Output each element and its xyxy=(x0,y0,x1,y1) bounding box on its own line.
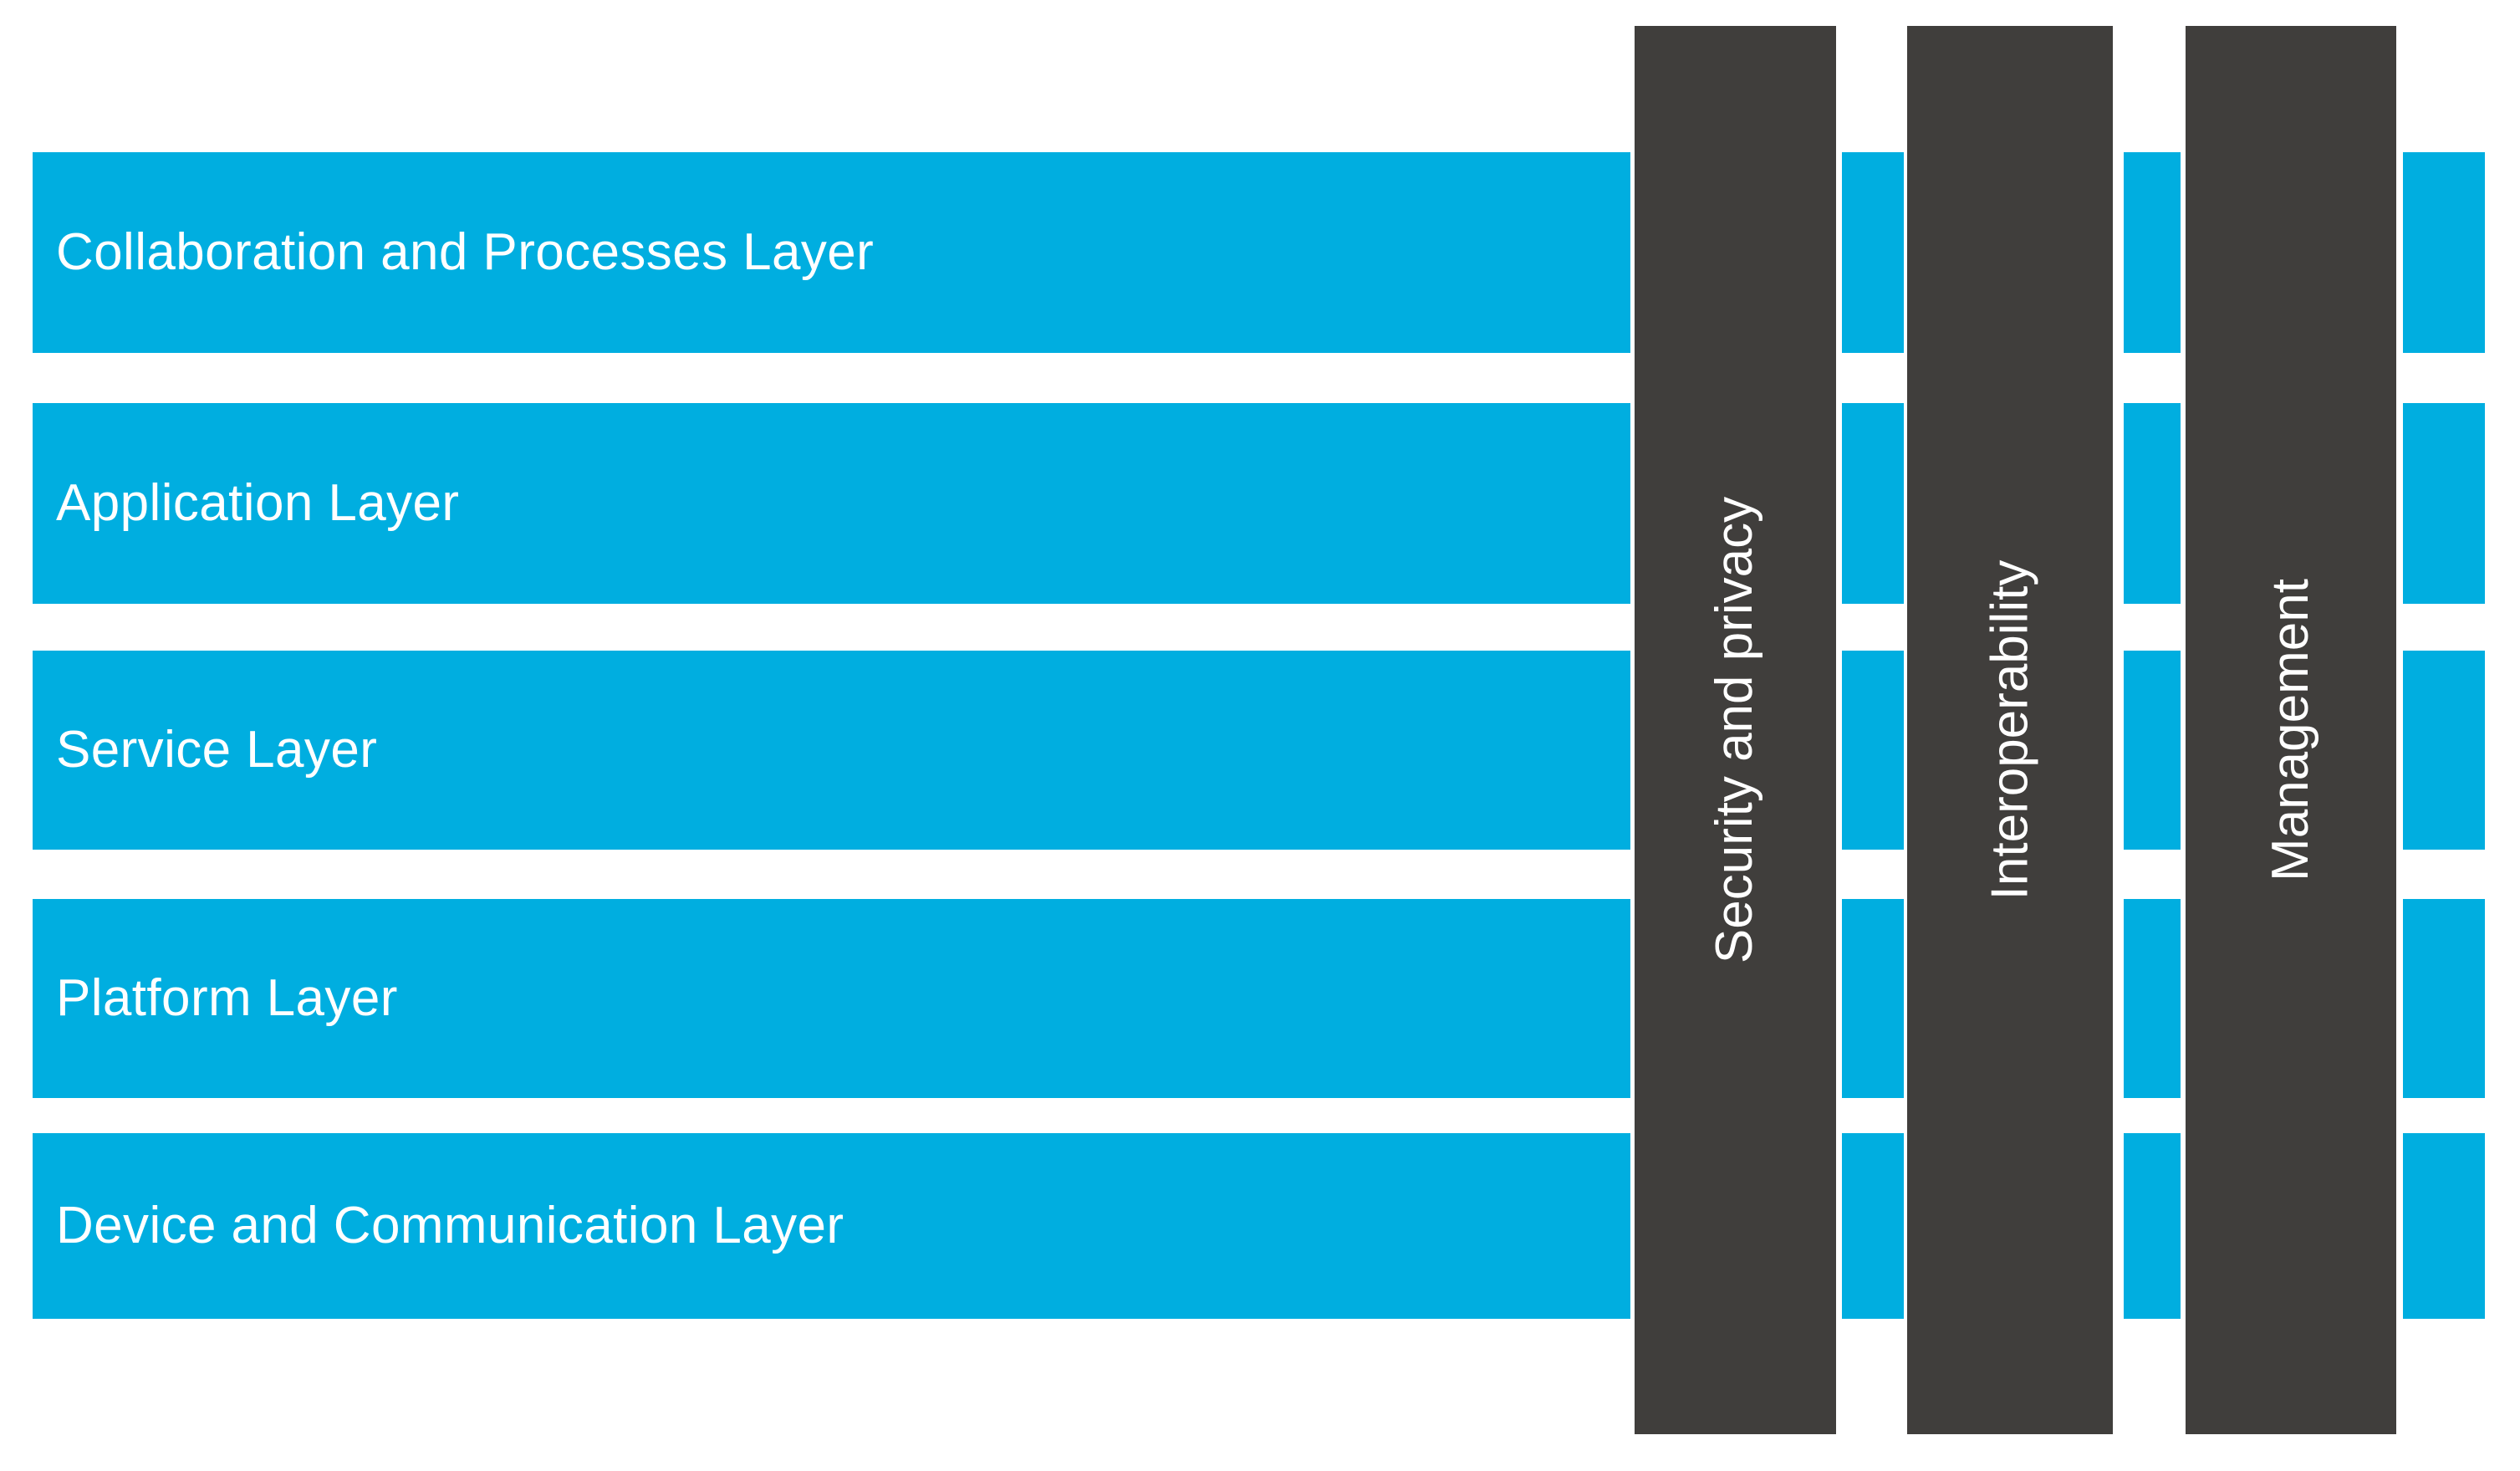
cross-column-label: Management xyxy=(2262,579,2320,881)
layer-bar-platform[interactable]: Platform Layer xyxy=(33,899,1630,1098)
cross-column-security-and-privacy[interactable]: Security and privacy xyxy=(1635,26,1836,1434)
layer-bar-service[interactable]: Service Layer xyxy=(33,651,1630,850)
cross-column-label: Security and privacy xyxy=(1706,496,1764,964)
stub-segment xyxy=(2403,403,2485,604)
layer-bar-collaboration-and-processes[interactable]: Collaboration and Processes Layer xyxy=(33,152,1630,353)
stub-segment xyxy=(1842,651,1904,850)
layer-bar-device-and-communication[interactable]: Device and Communication Layer xyxy=(33,1133,1630,1319)
stub-segment xyxy=(2403,651,2485,850)
layer-label: Collaboration and Processes Layer xyxy=(56,223,875,281)
layer-label: Platform Layer xyxy=(56,969,398,1027)
layer-label: Application Layer xyxy=(56,474,460,532)
cross-column-management[interactable]: Management xyxy=(2186,26,2396,1434)
cross-column-label: Interoperability xyxy=(1981,559,2039,901)
stub-segment xyxy=(2403,1133,2485,1319)
stub-segment xyxy=(2124,152,2181,353)
stub-segment xyxy=(2403,899,2485,1098)
stub-segment xyxy=(1842,1133,1904,1319)
stub-segment xyxy=(2403,152,2485,353)
stub-segment xyxy=(2124,899,2181,1098)
stub-segment xyxy=(2124,651,2181,850)
stub-segment xyxy=(1842,899,1904,1098)
cross-column-interoperability[interactable]: Interoperability xyxy=(1907,26,2113,1434)
layer-label: Service Layer xyxy=(56,721,378,779)
stub-segment xyxy=(2124,403,2181,604)
stub-segment xyxy=(1842,152,1904,353)
layer-label: Device and Communication Layer xyxy=(56,1197,844,1254)
stub-segment xyxy=(2124,1133,2181,1319)
layer-bar-application[interactable]: Application Layer xyxy=(33,403,1630,604)
stub-segment xyxy=(1842,403,1904,604)
